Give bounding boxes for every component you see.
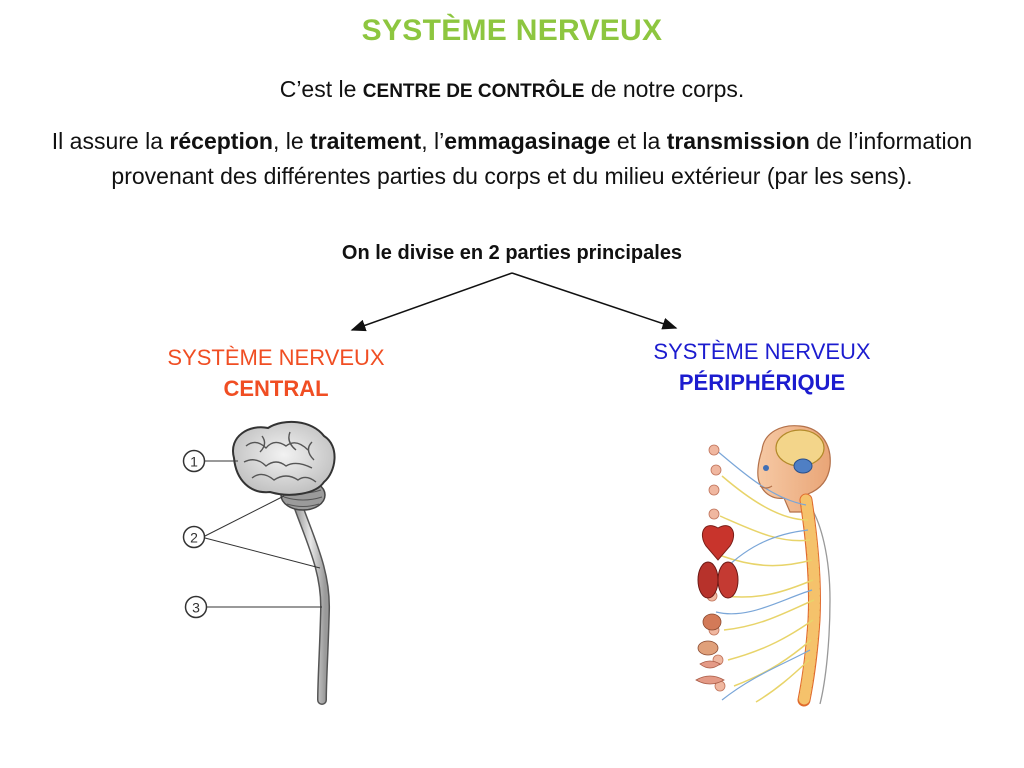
peripheral-line1: SYSTÈME NERVEUX — [653, 339, 871, 364]
central-line2: CENTRAL — [223, 376, 329, 401]
lung-right-shape — [717, 561, 739, 599]
split-arrows — [350, 272, 678, 332]
arrow-to-central — [350, 272, 513, 332]
para-text-4: et la — [616, 128, 661, 154]
para-bold-traitement: traitement — [310, 128, 422, 154]
para-text-3: , l’ — [421, 128, 445, 154]
arrow-to-peripheral — [511, 272, 678, 330]
intro-highlight: CENTRE DE CONTRÔLE — [362, 81, 585, 102]
label-marker-2: 2 — [182, 525, 206, 549]
para-bold-transmission: transmission — [666, 128, 810, 154]
label-marker-1: 1 — [182, 449, 206, 473]
para-bold-emmagasinage: emmagasinage — [444, 128, 611, 154]
central-line1: SYSTÈME NERVEUX — [167, 345, 385, 370]
heart-shape — [702, 525, 734, 561]
peripheral-nervous-system-illustration — [695, 425, 831, 707]
central-label: SYSTÈME NERVEUX CENTRAL — [126, 342, 426, 404]
label-marker-3: 3 — [184, 595, 208, 619]
description-paragraph: Il assure la réception, le traitement, l… — [30, 124, 994, 194]
para-text-2: , le — [272, 128, 304, 154]
para-text-5: de l’information provenant des différent… — [111, 128, 973, 189]
intro-line: C’est le CENTRE DE CONTRÔLE de notre cor… — [0, 76, 1024, 103]
lung-left-shape — [697, 561, 719, 599]
peripheral-label: SYSTÈME NERVEUX PÉRIPHÉRIQUE — [612, 336, 912, 398]
intro-suffix: de notre corps. — [590, 76, 745, 102]
central-nervous-system-illustration: 1 2 3 — [182, 420, 336, 705]
divide-heading: On le divise en 2 parties principales — [341, 242, 683, 264]
brain-shape — [232, 420, 336, 496]
peripheral-line2: PÉRIPHÉRIQUE — [678, 370, 846, 395]
page-title: SYSTÈME NERVEUX — [361, 14, 663, 47]
para-bold-reception: réception — [169, 128, 273, 154]
para-text-1: Il assure la — [51, 128, 164, 154]
label-marker-2-text: 2 — [190, 530, 198, 546]
intro-prefix: C’est le — [279, 76, 357, 102]
label-marker-1-text: 1 — [190, 454, 198, 470]
label-marker-3-text: 3 — [192, 600, 200, 616]
